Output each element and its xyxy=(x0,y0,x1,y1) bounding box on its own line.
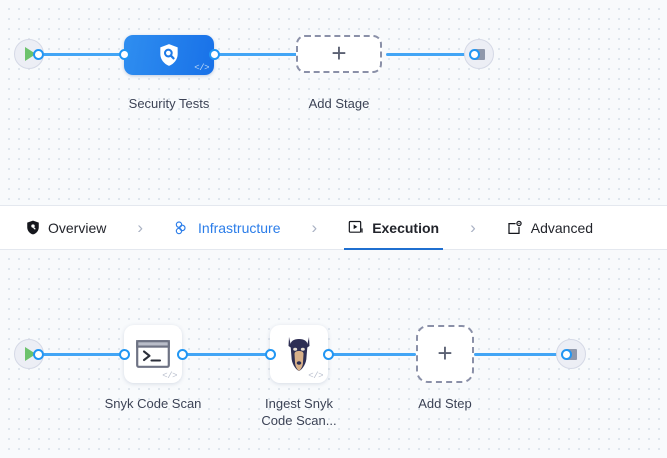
connector-dot-step-start-out[interactable] xyxy=(33,349,44,360)
tab-advanced[interactable]: Advanced xyxy=(503,206,597,250)
pipeline-tab-bar: Overview › Infrastructure › Execution › xyxy=(0,205,667,251)
tab-advanced-label: Advanced xyxy=(530,219,594,236)
stage-label-security-tests: Security Tests xyxy=(128,96,210,111)
tab-overview-label: Overview xyxy=(48,219,107,236)
connector-stage-to-addstage xyxy=(214,53,302,56)
play-icon xyxy=(25,47,36,61)
connector-dot-step2-in[interactable] xyxy=(265,349,276,360)
code-badge-icon: </> xyxy=(308,371,323,381)
chevron-right-icon-1: › xyxy=(137,218,144,237)
connector-dot-stage-in[interactable] xyxy=(119,49,130,60)
add-step-button[interactable]: + xyxy=(416,325,474,383)
step-label-ingest-snyk-line2: Code Scan... xyxy=(261,413,337,428)
infrastructure-icon xyxy=(174,220,190,236)
play-icon xyxy=(25,347,36,361)
connector-dot-end-in[interactable] xyxy=(469,49,480,60)
tab-execution-label: Execution xyxy=(372,219,440,236)
connector-start-to-step1 xyxy=(36,353,128,356)
snyk-doberman-icon xyxy=(288,337,310,371)
step-node-snyk-code-scan[interactable]: </> xyxy=(124,325,182,383)
add-stage-button[interactable]: + xyxy=(296,35,382,73)
tab-execution[interactable]: Execution xyxy=(344,206,444,251)
tab-infrastructure[interactable]: Infrastructure xyxy=(170,206,284,250)
chevron-right-icon-3: › xyxy=(470,218,476,237)
connector-dot-step-end-in[interactable] xyxy=(561,349,572,360)
connector-dot-step2-out[interactable] xyxy=(323,349,334,360)
shield-search-icon xyxy=(160,44,178,66)
connector-addstage-to-end xyxy=(386,53,474,56)
connector-addstep-to-end xyxy=(474,353,566,356)
step-label-ingest-snyk-line1: Ingest Snyk xyxy=(265,396,333,411)
connector-dot-step1-out[interactable] xyxy=(177,349,188,360)
step-node-ingest-snyk-code-scan[interactable]: </> xyxy=(270,325,328,383)
add-stage-label: Add Stage xyxy=(308,96,370,111)
connector-dot-step1-in[interactable] xyxy=(119,349,130,360)
connector-step1-to-step2 xyxy=(182,353,274,356)
connector-dot-start-out[interactable] xyxy=(33,49,44,60)
connector-start-to-stage xyxy=(36,53,128,56)
add-step-label: Add Step xyxy=(418,396,472,411)
terminal-icon xyxy=(136,340,170,368)
connector-step2-to-addstep xyxy=(328,353,416,356)
chevron-right-icon-2: › xyxy=(311,218,318,237)
play-box-icon xyxy=(348,220,364,235)
plus-icon: + xyxy=(331,38,347,68)
connector-dot-stage-out[interactable] xyxy=(209,49,220,60)
advanced-gear-icon xyxy=(507,220,523,236)
tab-infrastructure-label: Infrastructure xyxy=(198,219,281,236)
plus-icon: + xyxy=(437,338,453,368)
step-label-snyk-code-scan: Snyk Code Scan xyxy=(104,396,202,411)
shield-icon xyxy=(26,220,40,235)
code-badge-icon: </> xyxy=(194,63,209,73)
stage-node-security-tests[interactable]: </> xyxy=(124,35,214,75)
step-pipeline-canvas[interactable]: </> Snyk Code Scan </> Ingest Snyk Code … xyxy=(0,250,667,458)
tab-overview[interactable]: Overview xyxy=(22,206,110,250)
code-badge-icon: </> xyxy=(162,371,177,381)
stage-pipeline-canvas[interactable]: </> Security Tests + Add Stage xyxy=(0,0,667,205)
